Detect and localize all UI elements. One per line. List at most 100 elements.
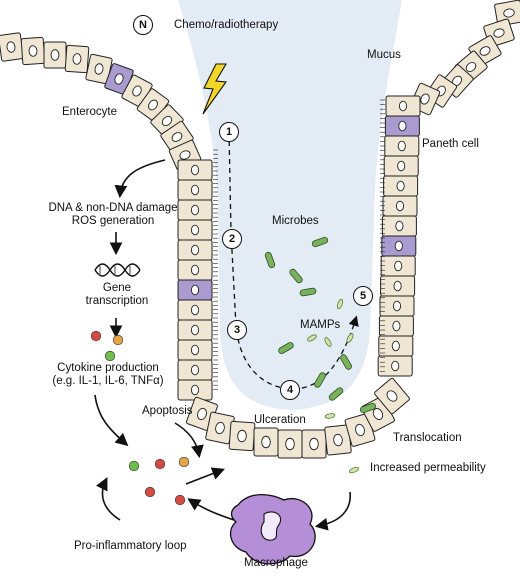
- enterocyte: [177, 319, 213, 341]
- mamps-label: MAMPs: [300, 319, 341, 331]
- arrow-apoptosis: [174, 422, 204, 459]
- enterocyte: [177, 339, 213, 361]
- translocation-label: Translocation: [393, 432, 462, 444]
- permeability-label: Increased permeability: [370, 462, 486, 474]
- enterocyte: [384, 135, 420, 157]
- enterocyte: [177, 359, 213, 381]
- mamp: [336, 298, 344, 310]
- enterocyte: [381, 215, 417, 237]
- enterocyte: [20, 36, 46, 66]
- cytokine-dot: [178, 456, 190, 468]
- enterocyte: [85, 53, 113, 85]
- enterocyte: [383, 175, 419, 197]
- enterocyte: [43, 41, 67, 69]
- cytokine-dot: [104, 350, 116, 362]
- enterocyte: [177, 239, 213, 261]
- step-5: 5: [353, 286, 373, 306]
- cytokine-dot: [144, 486, 156, 498]
- cytokine-dot: [128, 460, 140, 472]
- mamp: [348, 466, 360, 474]
- enterocyte: [301, 429, 327, 459]
- nucleus-badge: N: [133, 15, 153, 35]
- enterocyte: [377, 355, 413, 377]
- chemo-label: Chemo/radiotherapy: [174, 19, 279, 31]
- enterocyte: [385, 95, 421, 117]
- arrow-damage: [114, 159, 166, 199]
- microbe-rod: [264, 251, 276, 269]
- enterocyte-label: Enterocyte: [62, 106, 117, 118]
- enterocyte: [324, 424, 352, 456]
- enterocyte: [177, 259, 213, 281]
- brush-border: [213, 99, 385, 390]
- step-4: 4: [280, 380, 300, 400]
- arrow-loop: [95, 477, 121, 521]
- damage-label: DNA & non-DNA damage ROS generation: [48, 202, 177, 228]
- enterocyte: [383, 155, 419, 177]
- enterocyte: [177, 159, 213, 181]
- step-2: 2: [222, 229, 242, 249]
- enterocyte: [205, 411, 235, 445]
- macrophage-nucleus: [260, 511, 282, 541]
- enterocyte: [381, 235, 417, 257]
- cytokine-dot: [90, 330, 102, 342]
- cytokine-dot: [112, 334, 124, 346]
- cytokine-dot: [154, 458, 166, 470]
- lumen: [178, 0, 402, 410]
- enterocyte: [494, 0, 520, 27]
- cytokine-line-2: (e.g. IL-1, IL-6, TNFα): [52, 375, 164, 388]
- microbe-rod: [278, 342, 294, 354]
- cytokine-dot: [174, 494, 186, 506]
- dna-helix-icon: [94, 263, 141, 277]
- apoptosis-label: Apoptosis: [142, 405, 193, 417]
- step-1: 1: [219, 122, 239, 142]
- microbes-label: Microbes: [272, 215, 319, 227]
- enterocyte: [228, 420, 256, 452]
- gene-line-1: Gene: [102, 282, 132, 294]
- microbe-rod: [299, 287, 317, 297]
- enterocyte: [177, 179, 213, 201]
- gene-line-2: transcription: [85, 295, 149, 308]
- damage-line-2: ROS generation: [71, 215, 155, 228]
- mamp: [324, 337, 332, 347]
- enterocyte: [374, 377, 410, 415]
- paneth-cell-label: Paneth cell: [422, 138, 479, 150]
- microbe-rod: [340, 354, 352, 370]
- damage-path: [228, 131, 359, 390]
- enterocyte: [382, 195, 418, 217]
- enterocyte: [253, 427, 279, 457]
- epithelium-right: [377, 0, 520, 377]
- damage-line-1: DNA & non-DNA damage: [48, 202, 178, 214]
- enterocyte: [378, 315, 414, 337]
- enterocyte: [380, 275, 416, 297]
- microbe-rod: [289, 268, 303, 284]
- enterocyte: [177, 379, 213, 401]
- enterocyte: [277, 429, 303, 459]
- enterocyte: [177, 199, 213, 221]
- epithelium-bottom: [185, 377, 410, 459]
- enterocyte: [0, 32, 24, 62]
- epithelium-left: [0, 32, 213, 401]
- enterocyte: [177, 299, 213, 321]
- cytokine-line-1: Cytokine production: [57, 362, 159, 374]
- microbes: [264, 236, 377, 474]
- arrow-from-macrophage: [187, 498, 235, 521]
- pro-inflammatory-loop-label: Pro-inflammatory loop: [74, 540, 187, 552]
- mamp: [324, 413, 336, 419]
- enterocyte: [177, 279, 213, 301]
- enterocyte: [177, 219, 213, 241]
- enterocyte: [384, 115, 420, 137]
- microbe-rod: [314, 372, 326, 388]
- gene-transcription-label: Gene transcription: [86, 282, 149, 308]
- microbe-rod: [311, 236, 329, 248]
- macrophage-label: Macrophage: [244, 557, 308, 569]
- step-3: 3: [227, 320, 247, 340]
- microbe-rod: [359, 402, 377, 414]
- microbe-rod: [328, 387, 344, 401]
- mamp: [307, 334, 317, 342]
- cytokines: [90, 330, 190, 506]
- enterocyte: [104, 63, 134, 95]
- ulceration-label: Ulceration: [254, 414, 306, 426]
- arrow-cytokine: [94, 394, 129, 447]
